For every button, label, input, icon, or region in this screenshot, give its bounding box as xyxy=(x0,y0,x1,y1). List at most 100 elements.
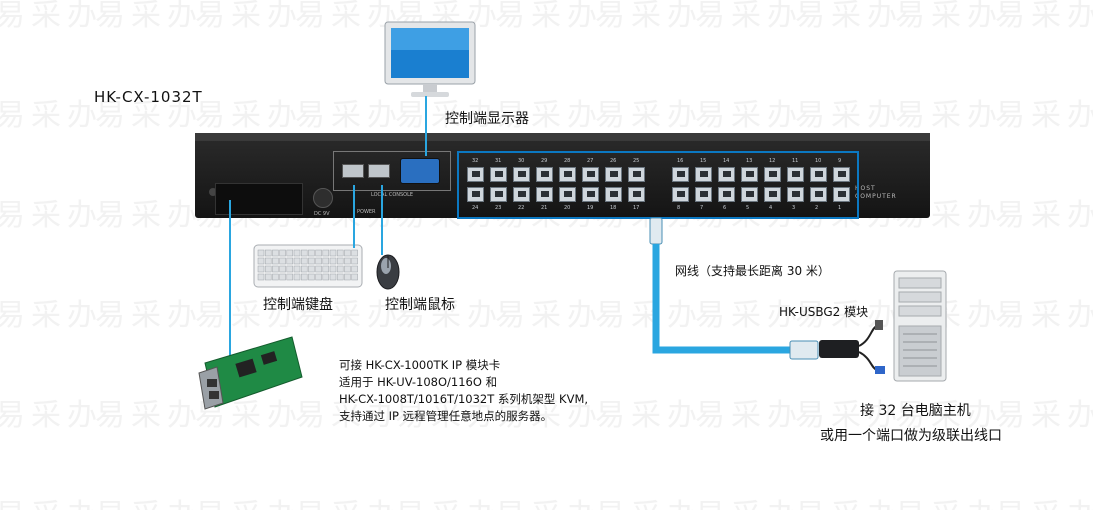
watermark-text: 易采办 xyxy=(795,98,903,133)
watermark-text: 易采办 xyxy=(795,490,903,510)
ip-card-line xyxy=(229,200,231,360)
rj45-port-icon xyxy=(718,167,735,182)
watermark-text: 易采办 xyxy=(995,198,1093,233)
watermark-text: 易采办 xyxy=(95,490,203,510)
keyboard-icon xyxy=(253,244,363,288)
mouse-icon xyxy=(376,254,400,290)
rj45-port-icon xyxy=(513,167,530,182)
watermark-text: 易采办 xyxy=(0,0,103,33)
card-caption-line: 支持通过 IP 远程管理任意地点的服务器。 xyxy=(339,409,553,423)
rj45-port-icon xyxy=(628,167,645,182)
watermark-text: 易采办 xyxy=(995,490,1093,510)
local-console-label: LOCAL CONSOLE xyxy=(371,192,414,198)
rj45-port-icon xyxy=(605,187,622,202)
rj45-port-icon xyxy=(490,167,507,182)
usbg2-module-icon xyxy=(819,320,885,374)
watermark-text: 易采办 xyxy=(0,98,103,133)
port-number: 26 xyxy=(610,158,617,164)
port-number: 3 xyxy=(792,205,796,211)
watermark-text: 易采办 xyxy=(595,398,703,433)
rj45-port-icon xyxy=(764,167,781,182)
port-number: 7 xyxy=(700,205,704,211)
watermark-text: 易采办 xyxy=(895,0,1003,33)
port-number: 6 xyxy=(723,205,727,211)
watermark-text: 易采办 xyxy=(195,490,303,510)
card-caption-line: 适用于 HK-UV-108O/116O 和 xyxy=(339,375,498,389)
rj45-port-icon xyxy=(536,187,553,202)
power-label: POWER xyxy=(357,209,376,215)
watermark-text: 易采办 xyxy=(495,0,603,33)
rj45-port-icon xyxy=(810,187,827,202)
watermark-text: 易采办 xyxy=(695,490,803,510)
computer-label: COMPUTER xyxy=(855,193,897,200)
port-number: 9 xyxy=(838,158,842,164)
watermark-text: 易采办 xyxy=(595,98,703,133)
cable-label: 网线（支持最长距离 30 米） xyxy=(675,264,830,278)
rj45-port-icon xyxy=(718,187,735,202)
rj45-port-icon xyxy=(582,167,599,182)
rj45-port-icon xyxy=(513,187,530,202)
watermark-text: 易采办 xyxy=(0,490,103,510)
watermark-text: 易采办 xyxy=(895,490,1003,510)
keyboard-label: 控制端键盘 xyxy=(263,297,333,313)
host-label-line1: 接 32 台电脑主机 xyxy=(860,403,971,419)
watermark-text: 易采办 xyxy=(195,0,303,33)
watermark-text: 易采办 xyxy=(95,298,203,333)
port-number: 1 xyxy=(838,205,842,211)
watermark-text: 易采办 xyxy=(0,198,103,233)
port-number: 31 xyxy=(495,158,502,164)
module-label: HK-USBG2 模块 xyxy=(779,305,869,319)
port-number: 12 xyxy=(769,158,776,164)
watermark-text: 易采办 xyxy=(695,398,803,433)
watermark-text: 易采办 xyxy=(295,490,403,510)
watermark-text: 易采办 xyxy=(0,398,103,433)
port-number: 32 xyxy=(472,158,479,164)
usb-port-icon xyxy=(342,164,364,178)
port-number: 28 xyxy=(564,158,571,164)
watermark-text: 易采办 xyxy=(595,490,703,510)
rj45-port-icon xyxy=(695,167,712,182)
watermark-text: 易采办 xyxy=(395,490,503,510)
ground-screw-icon xyxy=(209,188,217,196)
port-number: 20 xyxy=(564,205,571,211)
rj45-port-icon xyxy=(467,167,484,182)
watermark-text: 易采办 xyxy=(95,198,203,233)
watermark-text: 易采办 xyxy=(95,398,203,433)
network-cable xyxy=(649,217,819,360)
watermark-text: 易采办 xyxy=(95,0,203,33)
host-label: HOST xyxy=(855,185,876,192)
monitor-icon xyxy=(384,21,476,97)
rj45-port-icon xyxy=(490,187,507,202)
port-number: 8 xyxy=(677,205,681,211)
dc-power-jack-icon xyxy=(313,188,333,208)
vga-port-icon xyxy=(400,158,440,184)
mouse-label: 控制端鼠标 xyxy=(385,297,455,313)
port-number: 14 xyxy=(723,158,730,164)
port-number: 11 xyxy=(792,158,799,164)
rj45-port-icon xyxy=(605,167,622,182)
watermark-text: 易采办 xyxy=(0,298,103,333)
card-caption-line: HK-CX-1008T/1016T/1032T 系列机架型 KVM, xyxy=(339,392,589,406)
rj45-port-icon xyxy=(741,167,758,182)
port-number: 23 xyxy=(495,205,502,211)
watermark-text: 易采办 xyxy=(495,298,603,333)
watermark-text: 易采办 xyxy=(695,98,803,133)
rj45-port-icon xyxy=(833,187,850,202)
rj45-port-icon xyxy=(559,187,576,202)
watermark-text: 易采办 xyxy=(995,98,1093,133)
watermark-text: 易采办 xyxy=(995,298,1093,333)
ip-module-card-icon xyxy=(198,336,303,410)
port-number: 24 xyxy=(472,205,479,211)
port-number: 5 xyxy=(746,205,750,211)
rj45-port-icon xyxy=(559,167,576,182)
port-number: 10 xyxy=(815,158,822,164)
watermark-text: 易采办 xyxy=(695,0,803,33)
port-number: 18 xyxy=(610,205,617,211)
port-number: 4 xyxy=(769,205,773,211)
rj45-port-icon xyxy=(741,187,758,202)
port-number: 29 xyxy=(541,158,548,164)
port-number: 21 xyxy=(541,205,548,211)
rj45-port-icon xyxy=(467,187,484,202)
rj45-port-icon xyxy=(582,187,599,202)
